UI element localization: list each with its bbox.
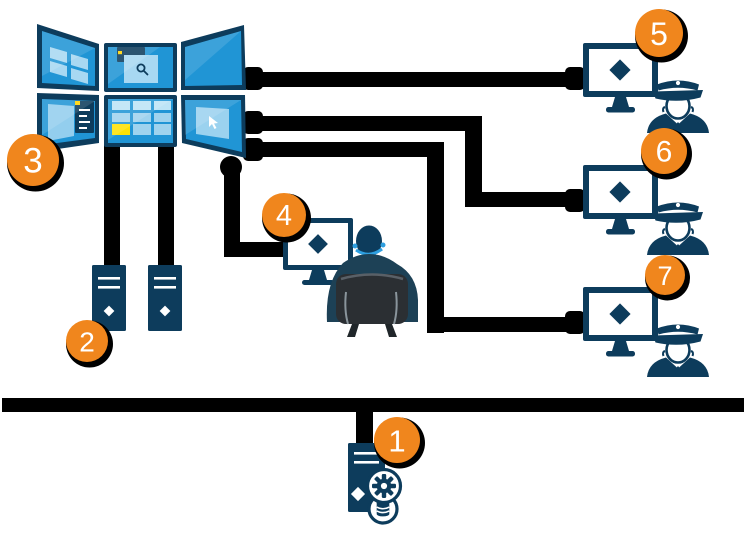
badge-6: 6 — [641, 128, 692, 180]
badge-2: 2 — [66, 320, 113, 368]
video-wall — [37, 24, 246, 158]
badge-number: 4 — [276, 200, 292, 232]
search-window-icon — [117, 47, 158, 83]
badge-1: 1 — [374, 417, 425, 469]
cable-wall-to-client7 — [243, 138, 578, 333]
badge-number: 7 — [657, 261, 672, 291]
badge-number: 1 — [388, 424, 405, 459]
network-bus — [2, 398, 744, 446]
badge-number: 2 — [79, 327, 95, 358]
wall-monitor-bottom-middle — [104, 95, 177, 147]
badge-3: 3 — [7, 134, 64, 192]
badge-number: 5 — [650, 16, 668, 52]
badge-number: 6 — [656, 136, 673, 169]
badge-4: 4 — [262, 193, 311, 243]
badge-7: 7 — [645, 255, 690, 301]
cable-wall-to-client6 — [243, 111, 578, 207]
monitor-base — [302, 280, 334, 285]
server-drop-cable — [356, 404, 373, 446]
operator-chair — [336, 273, 408, 337]
server — [348, 443, 403, 525]
camera-grid-icon — [112, 101, 171, 135]
document-list-icon — [75, 101, 94, 133]
diamond-logo-icon — [350, 486, 366, 502]
diamond-logo-icon — [308, 234, 328, 254]
client-workstation-7 — [565, 287, 709, 377]
wall-monitor-bottom-right — [181, 95, 246, 158]
client-workstation-6 — [565, 165, 709, 255]
wall-monitor-top-left — [37, 24, 99, 91]
cursor-icon — [209, 116, 218, 129]
badge-5: 5 — [635, 9, 688, 63]
window-panes-icon — [50, 47, 88, 84]
highlighted-tile — [112, 124, 130, 135]
wall-monitor-bottom-left — [37, 93, 99, 152]
wall-monitor-top-middle — [104, 43, 177, 92]
badge-number: 3 — [23, 142, 42, 181]
wall-computer-b — [148, 265, 182, 331]
cables-wall-to-towers — [104, 140, 174, 267]
cable-wall-to-client5 — [243, 67, 567, 90]
monitor-stand — [309, 270, 327, 280]
cable-wall-to-operator — [220, 156, 286, 257]
wall-monitor-top-right — [181, 25, 246, 90]
client-workstation-5 — [565, 43, 709, 133]
wall-computer-a — [92, 265, 126, 331]
gear-icon — [365, 467, 403, 505]
